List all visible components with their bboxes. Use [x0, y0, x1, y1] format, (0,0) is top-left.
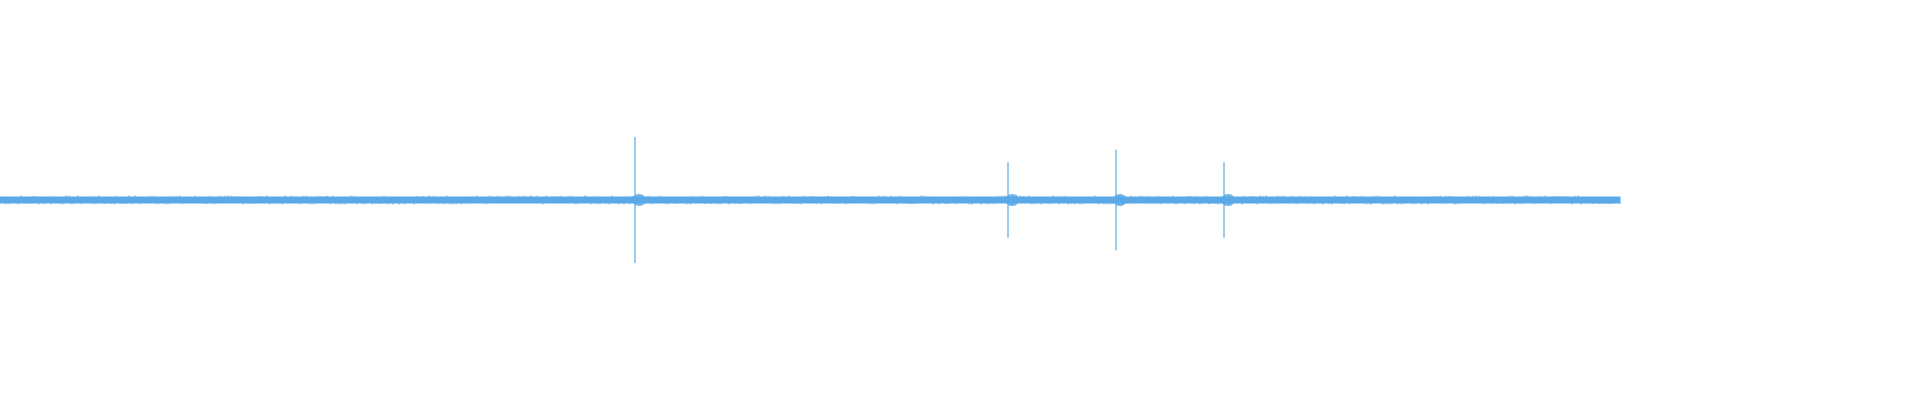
- waveform-trace-group: [0, 137, 1621, 263]
- waveform-transient-blob-1: [632, 194, 646, 206]
- waveform-jitter: [0, 195, 1621, 205]
- waveform-transient-blob-2: [1005, 194, 1019, 206]
- waveform-transient-blob-4: [1221, 194, 1235, 206]
- waveform-transient-blob-3: [1113, 194, 1127, 206]
